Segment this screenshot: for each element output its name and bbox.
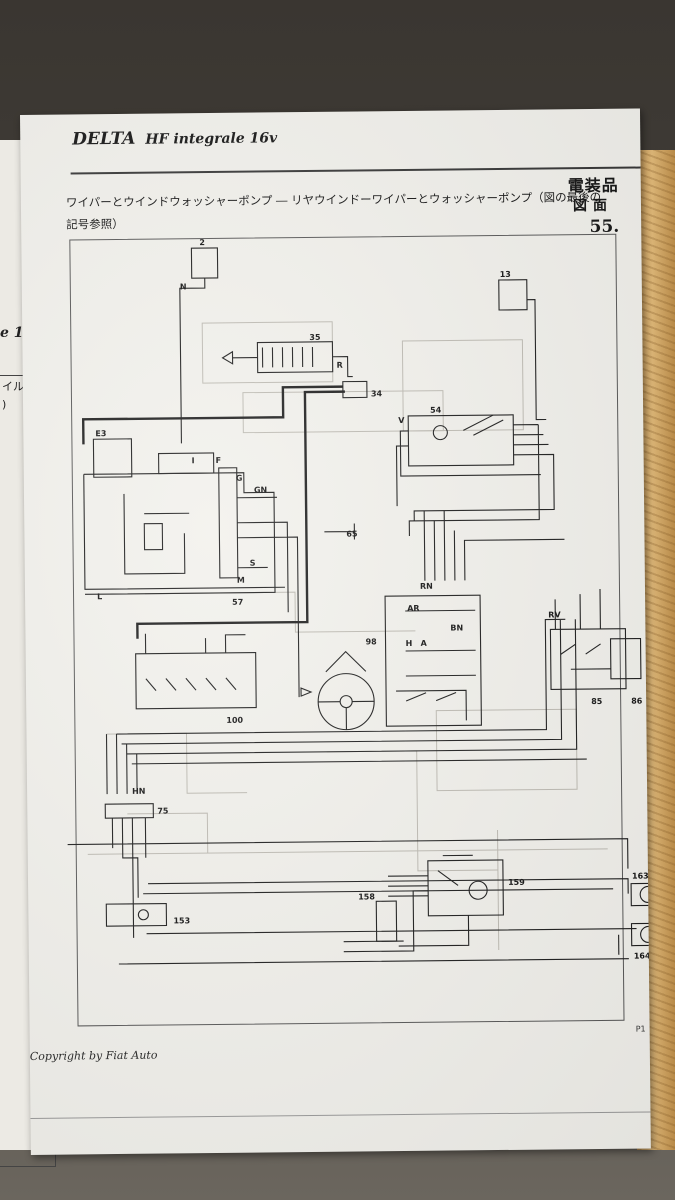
label-component-57: 57 — [232, 598, 243, 607]
label-component-85: 85 — [591, 697, 603, 706]
label-component-163: 163 — [632, 871, 649, 880]
label-component-158: 158 — [358, 892, 375, 901]
diagram-labels: 2 13 35 34 54 E3 65 57 98 85 86 100 75 1… — [95, 238, 651, 961]
label-component-86: 86 — [631, 697, 643, 706]
component-100-body — [135, 652, 257, 710]
wire-code-RV: RV — [548, 610, 561, 619]
component-164-body — [630, 922, 651, 947]
page-code: P1 — [635, 1024, 646, 1034]
previous-page-side-text-1: イル — [2, 380, 24, 393]
wiring-lines — [67, 247, 651, 965]
label-component-35: 35 — [309, 333, 321, 342]
connector-tag-L: L — [97, 592, 102, 601]
label-component-98: 98 — [365, 637, 377, 646]
wire-code-AR: AR — [407, 604, 419, 613]
wire-code-GN: GN — [254, 485, 267, 494]
component-E3-body — [92, 438, 133, 478]
label-component-2: 2 — [199, 238, 205, 247]
component-35-body — [256, 341, 334, 374]
wire-code-BN: BN — [450, 623, 463, 632]
component-75-body — [104, 803, 154, 819]
label-component-13: 13 — [500, 270, 511, 279]
component-158-body — [375, 900, 398, 942]
connector-tag-M: M — [237, 576, 245, 585]
label-component-153: 153 — [173, 916, 190, 925]
component-86-body — [609, 637, 642, 680]
component-85-body — [549, 628, 627, 691]
label-component-65: 65 — [346, 529, 358, 538]
component-54-body — [407, 414, 515, 467]
wire-code-A: A — [421, 639, 428, 648]
wire-code-HN: HN — [132, 787, 145, 796]
component-34-body — [342, 380, 368, 399]
ghost-layer — [87, 321, 608, 951]
label-component-100: 100 — [226, 716, 243, 725]
component-2-body — [190, 247, 219, 279]
previous-page-side-text: イル ) — [2, 378, 24, 414]
component-13-body — [498, 279, 528, 311]
motor-163-icon — [639, 885, 651, 904]
connector-tag-F: F — [216, 456, 222, 465]
wire-code-S: S — [250, 559, 256, 568]
component-57-outline — [83, 472, 276, 595]
motor-54-icon — [432, 425, 448, 441]
component-159-body — [427, 859, 504, 917]
wire-code-RN: RN — [420, 582, 433, 591]
label-component-34: 34 — [371, 389, 383, 398]
previous-page-side-text-2: ) — [2, 398, 7, 411]
motor-164-icon — [640, 925, 651, 944]
label-component-159: 159 — [508, 878, 525, 887]
component-153-body — [105, 902, 168, 927]
label-component-54: 54 — [430, 406, 442, 415]
label-component-164: 164 — [634, 951, 651, 960]
component-163-body — [630, 882, 651, 907]
component-98-body — [384, 594, 482, 727]
manual-page: DELTA HF integrale 16v 電装品 図面 55. ワイパーとウ… — [20, 108, 651, 1155]
wire-code-R: R — [337, 361, 343, 370]
wiring-diagram: 2 13 35 34 54 E3 65 57 98 85 86 100 75 1… — [67, 238, 651, 965]
wire-code-V: V — [398, 416, 405, 425]
label-component-E3: E3 — [95, 429, 106, 438]
copyright: Copyright by Fiat Auto — [29, 1048, 158, 1063]
wire-code-H: H — [406, 639, 413, 648]
connector-tag-I: I — [192, 456, 195, 465]
wire-code-N: N — [180, 282, 187, 291]
label-component-75: 75 — [157, 806, 169, 815]
connector-tag-G: G — [236, 474, 243, 483]
